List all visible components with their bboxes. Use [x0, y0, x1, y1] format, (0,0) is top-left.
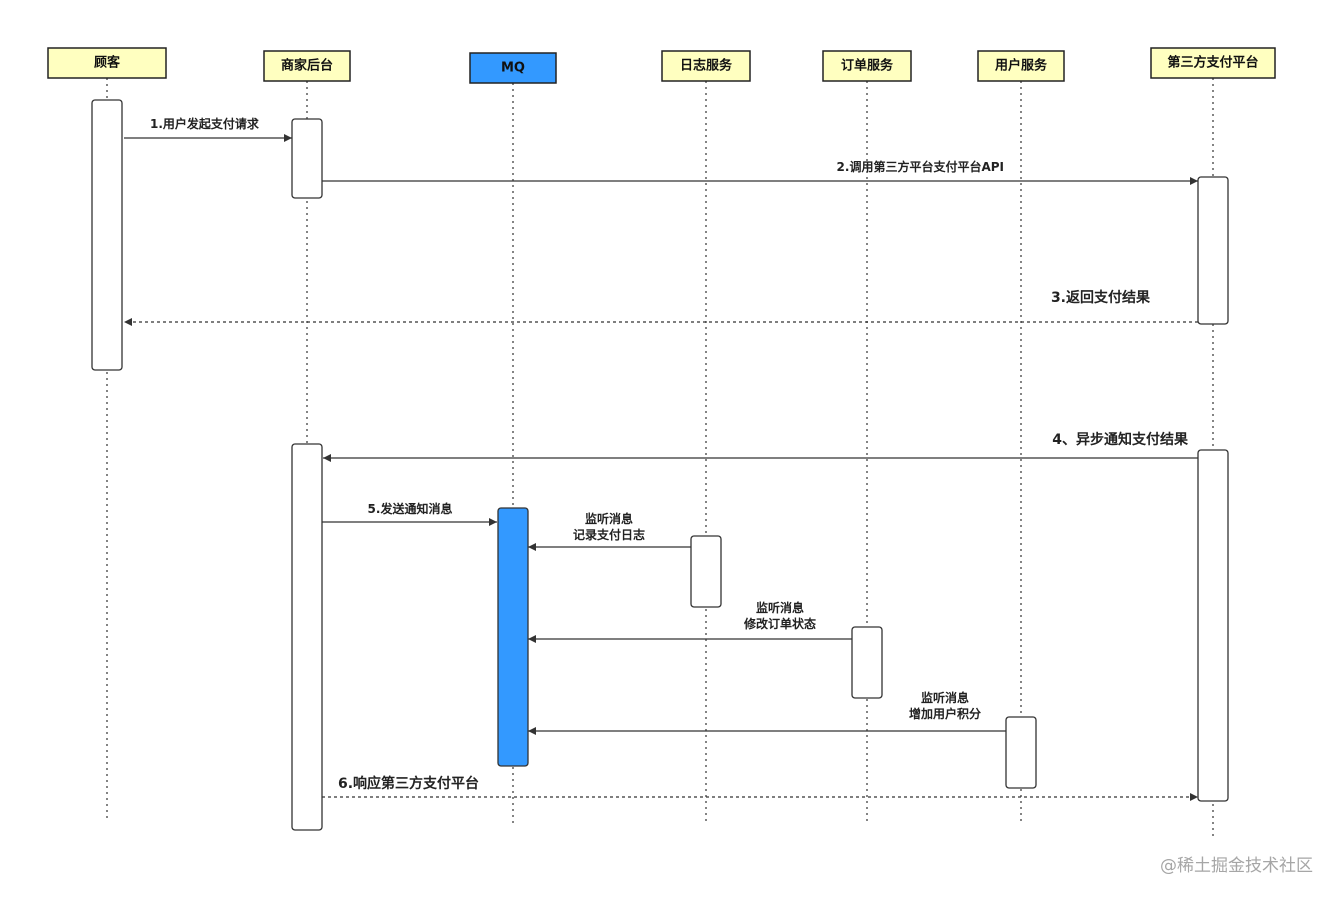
- actor-box-third: [1150, 47, 1276, 79]
- message-label-1: 1.用户发起支付请求: [150, 116, 260, 131]
- message-label-5: 5.发送通知消息: [368, 501, 453, 516]
- message-label-7-line-1: 监听消息: [756, 600, 804, 615]
- activation-bar-merchant: [291, 443, 323, 831]
- activation-bar-order: [851, 626, 883, 699]
- actor-label-merchant: 商家后台: [281, 58, 333, 74]
- actor-box-merchant: [263, 50, 351, 82]
- activation-bar-mq: [497, 507, 529, 767]
- actor-label-third: 第三方支付平台: [1167, 55, 1258, 71]
- actor-box-order: [822, 50, 912, 82]
- actor-label-customer: 顾客: [94, 55, 121, 71]
- activation-bar-log: [690, 535, 722, 608]
- actor-box-customer: [47, 47, 167, 79]
- message-label-6-line-2: 记录支付日志: [573, 527, 645, 542]
- activation-bar-merchant: [291, 118, 323, 199]
- actor-box-mq: [469, 52, 557, 84]
- actor-label-order: 订单服务: [841, 58, 894, 74]
- message-label-9: 6.响应第三方支付平台: [338, 775, 479, 792]
- message-label-4: 4、异步通知支付结果: [1052, 431, 1189, 448]
- activation-bar-third: [1197, 449, 1229, 802]
- message-label-8-line-2: 增加用户积分: [909, 706, 981, 721]
- message-label-3: 3.返回支付结果: [1051, 289, 1151, 306]
- activation-bar-user: [1005, 716, 1037, 789]
- activation-bar-customer: [91, 99, 123, 371]
- message-label-7-line-2: 修改订单状态: [743, 616, 816, 631]
- actor-box-user: [977, 50, 1065, 82]
- activation-bar-third: [1197, 176, 1229, 325]
- message-label-2: 2.调用第三方平台支付平台API: [837, 159, 1004, 174]
- actor-label-mq: MQ: [501, 61, 525, 76]
- actor-label-log: 日志服务: [680, 58, 733, 74]
- message-label-6-line-1: 监听消息: [585, 511, 633, 526]
- actor-box-log: [661, 50, 751, 82]
- watermark: @稀土掘金技术社区: [1160, 856, 1313, 876]
- message-label-8-line-1: 监听消息: [921, 690, 969, 705]
- actor-label-user: 用户服务: [994, 58, 1048, 74]
